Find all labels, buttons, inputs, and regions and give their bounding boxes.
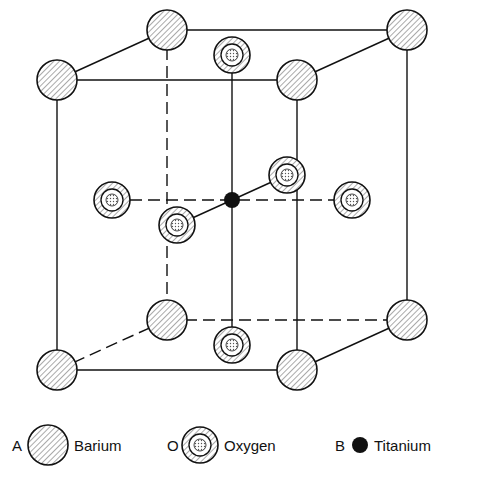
barium-atom bbox=[37, 60, 77, 100]
cube-edge bbox=[57, 369, 297, 370]
barium-atom bbox=[277, 350, 317, 390]
legend-letter: A bbox=[12, 438, 22, 453]
oxygen-atom bbox=[334, 182, 370, 218]
oxygen-atom bbox=[214, 327, 250, 363]
atoms bbox=[37, 10, 427, 390]
barium-atom bbox=[387, 300, 427, 340]
hidden-edge bbox=[166, 30, 167, 320]
oxygen-atom bbox=[159, 207, 195, 243]
legend-label: Barium bbox=[74, 438, 122, 453]
barium-atom bbox=[387, 10, 427, 50]
legend-samples bbox=[28, 425, 368, 465]
cube-edge bbox=[57, 79, 297, 80]
hidden-edge bbox=[167, 319, 407, 320]
barium-atom bbox=[37, 350, 77, 390]
oxygen-atom bbox=[94, 182, 130, 218]
cube-edge bbox=[406, 30, 407, 320]
cube-edges bbox=[57, 30, 407, 370]
barium-atom bbox=[147, 10, 187, 50]
titanium-atom bbox=[224, 192, 240, 208]
barium-atom bbox=[277, 60, 317, 100]
cube-edge bbox=[296, 80, 297, 370]
oxygen-atom bbox=[214, 37, 250, 73]
barium-sample bbox=[28, 425, 68, 465]
legend-label: Titanium bbox=[374, 438, 431, 453]
oxygen-sample bbox=[182, 427, 218, 463]
legend-label: Oxygen bbox=[224, 438, 276, 453]
legend-letter: B bbox=[335, 438, 345, 453]
legend-letter: O bbox=[167, 438, 179, 453]
oxygen-atom bbox=[269, 157, 305, 193]
cube-edge bbox=[167, 29, 407, 30]
cube-edge bbox=[56, 80, 57, 370]
titanium-sample bbox=[352, 437, 368, 453]
barium-atom bbox=[147, 300, 187, 340]
